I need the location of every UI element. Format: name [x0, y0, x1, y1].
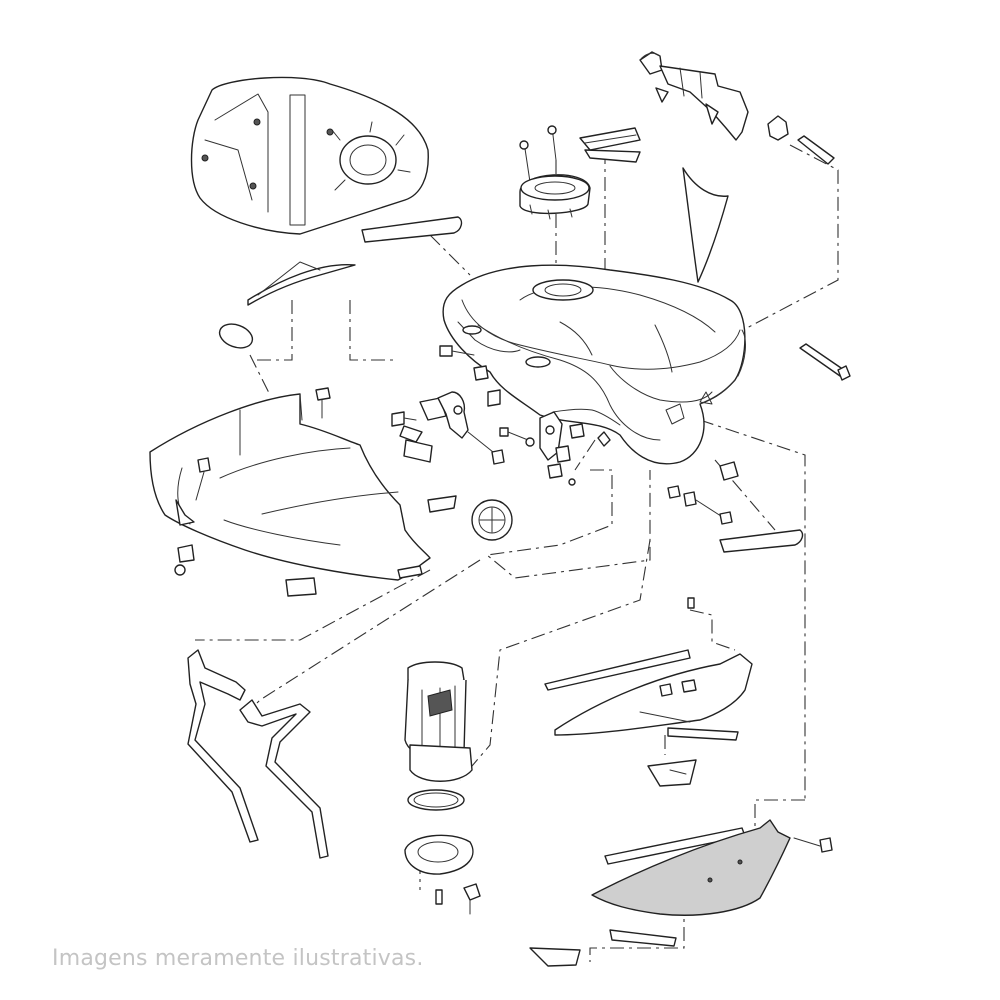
disclaimer-caption: Imagens meramente ilustrativas.	[52, 946, 424, 971]
fuel-cap-assembly	[519, 125, 591, 220]
seat-hardware	[174, 387, 513, 597]
top-right-bracket	[639, 51, 835, 165]
side-panel-upper	[544, 529, 804, 787]
fuel-pump	[404, 661, 481, 915]
fuel-hoses	[187, 649, 329, 859]
upper-left-parts	[218, 216, 463, 349]
leader-lines	[195, 144, 839, 962]
main-fuel-tank	[442, 264, 746, 465]
tank-trim-strip	[361, 216, 463, 243]
tank-hardware	[391, 343, 851, 525]
tank-top-view	[190, 76, 429, 235]
side-pad	[247, 263, 356, 306]
top-right-strips	[579, 127, 729, 283]
o-ring	[218, 323, 254, 349]
tank-bracket-left	[437, 391, 469, 439]
side-panel-triangle	[682, 167, 729, 283]
tank-bottom-cover	[149, 393, 431, 581]
side-panel-lower	[529, 819, 833, 967]
